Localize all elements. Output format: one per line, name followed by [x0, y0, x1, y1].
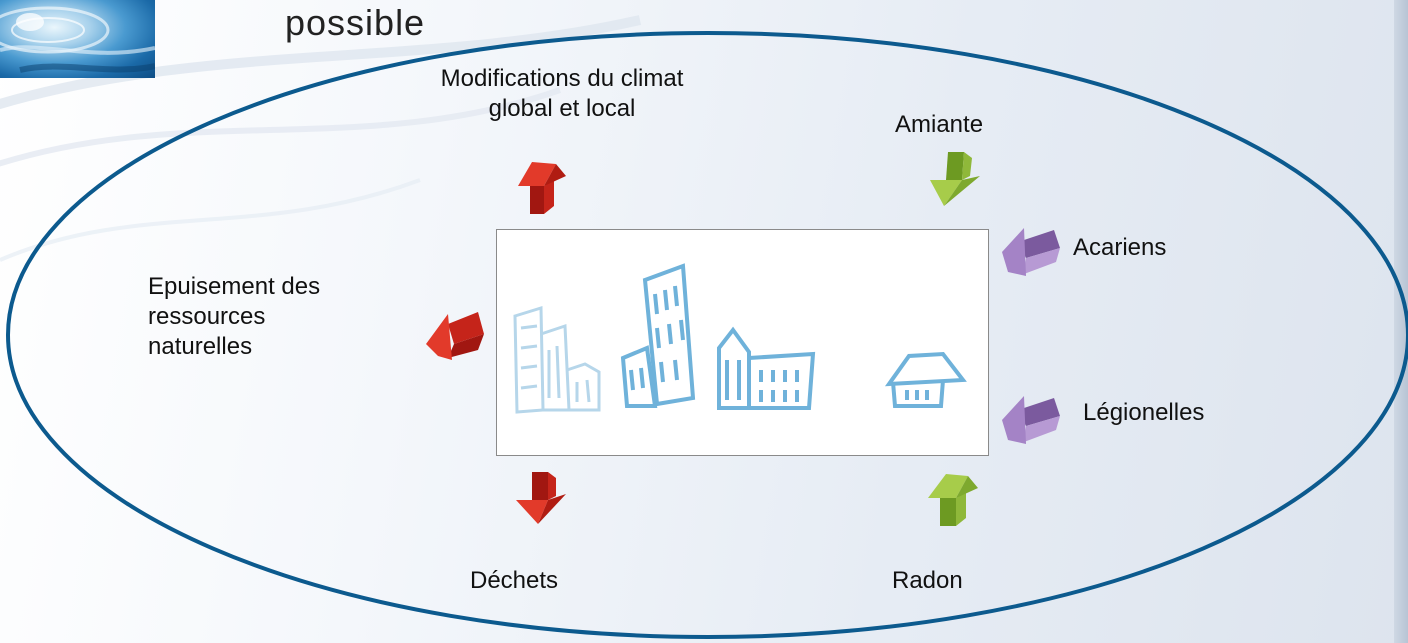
label-ressources: Epuisement des ressources naturelles [148, 272, 320, 362]
label-climat-line-2: global et local [488, 95, 636, 122]
label-climat: Modifications du climat global et local [372, 64, 752, 124]
arrow-left-red-ressources [424, 306, 486, 364]
label-ressources-line-2: ressources [148, 303, 266, 330]
arrow-left-icon [426, 312, 484, 360]
pale-building-1 [513, 305, 545, 414]
arrow-down-red-dechets [510, 470, 572, 528]
arrow-left-purple-legionelles [1000, 390, 1062, 448]
tall-building [642, 263, 696, 407]
label-climat-line-1: Modifications du climat [440, 65, 684, 92]
arrow-left-icon [1002, 228, 1060, 276]
slide-title: possible [285, 2, 426, 43]
arrow-down-icon [930, 152, 980, 206]
label-ressources-line-1: Epuisement des [148, 273, 321, 300]
arrow-left-purple-acariens [1000, 222, 1062, 280]
label-dechets-line-1: Déchets [470, 567, 559, 594]
city-buildings-svg [513, 263, 967, 414]
label-radon: Radon [892, 566, 963, 596]
label-dechets: Déchets [470, 566, 558, 596]
arrow-up-icon [928, 474, 978, 526]
label-acariens: Acariens [1073, 233, 1166, 263]
pale-building-3 [566, 362, 601, 412]
arrow-left-icon [1002, 396, 1060, 444]
water-drop-logo [0, 0, 155, 78]
arrow-up-green-radon [922, 470, 984, 528]
arrow-down-green-amiante [922, 150, 984, 208]
arrow-up-icon [518, 162, 566, 214]
arrow-down-icon [516, 472, 566, 524]
label-amiante: Amiante [895, 110, 983, 140]
label-radon-line-1: Radon [892, 567, 963, 594]
city-illustration [496, 229, 989, 456]
label-amiante-line-1: Amiante [895, 111, 984, 138]
arrow-up-red-climat [510, 158, 572, 216]
pale-building-2 [540, 323, 571, 412]
label-acariens-line-1: Acariens [1073, 234, 1167, 261]
label-legionelles: Légionelles [1083, 398, 1204, 428]
slide-edge-band [1394, 0, 1408, 643]
gabled-building [717, 326, 751, 410]
label-ressources-line-3: naturelles [148, 333, 253, 360]
label-legionelles-line-1: Légionelles [1083, 399, 1205, 426]
low-building-left [620, 345, 658, 408]
small-house [884, 351, 967, 408]
long-building [748, 351, 816, 410]
